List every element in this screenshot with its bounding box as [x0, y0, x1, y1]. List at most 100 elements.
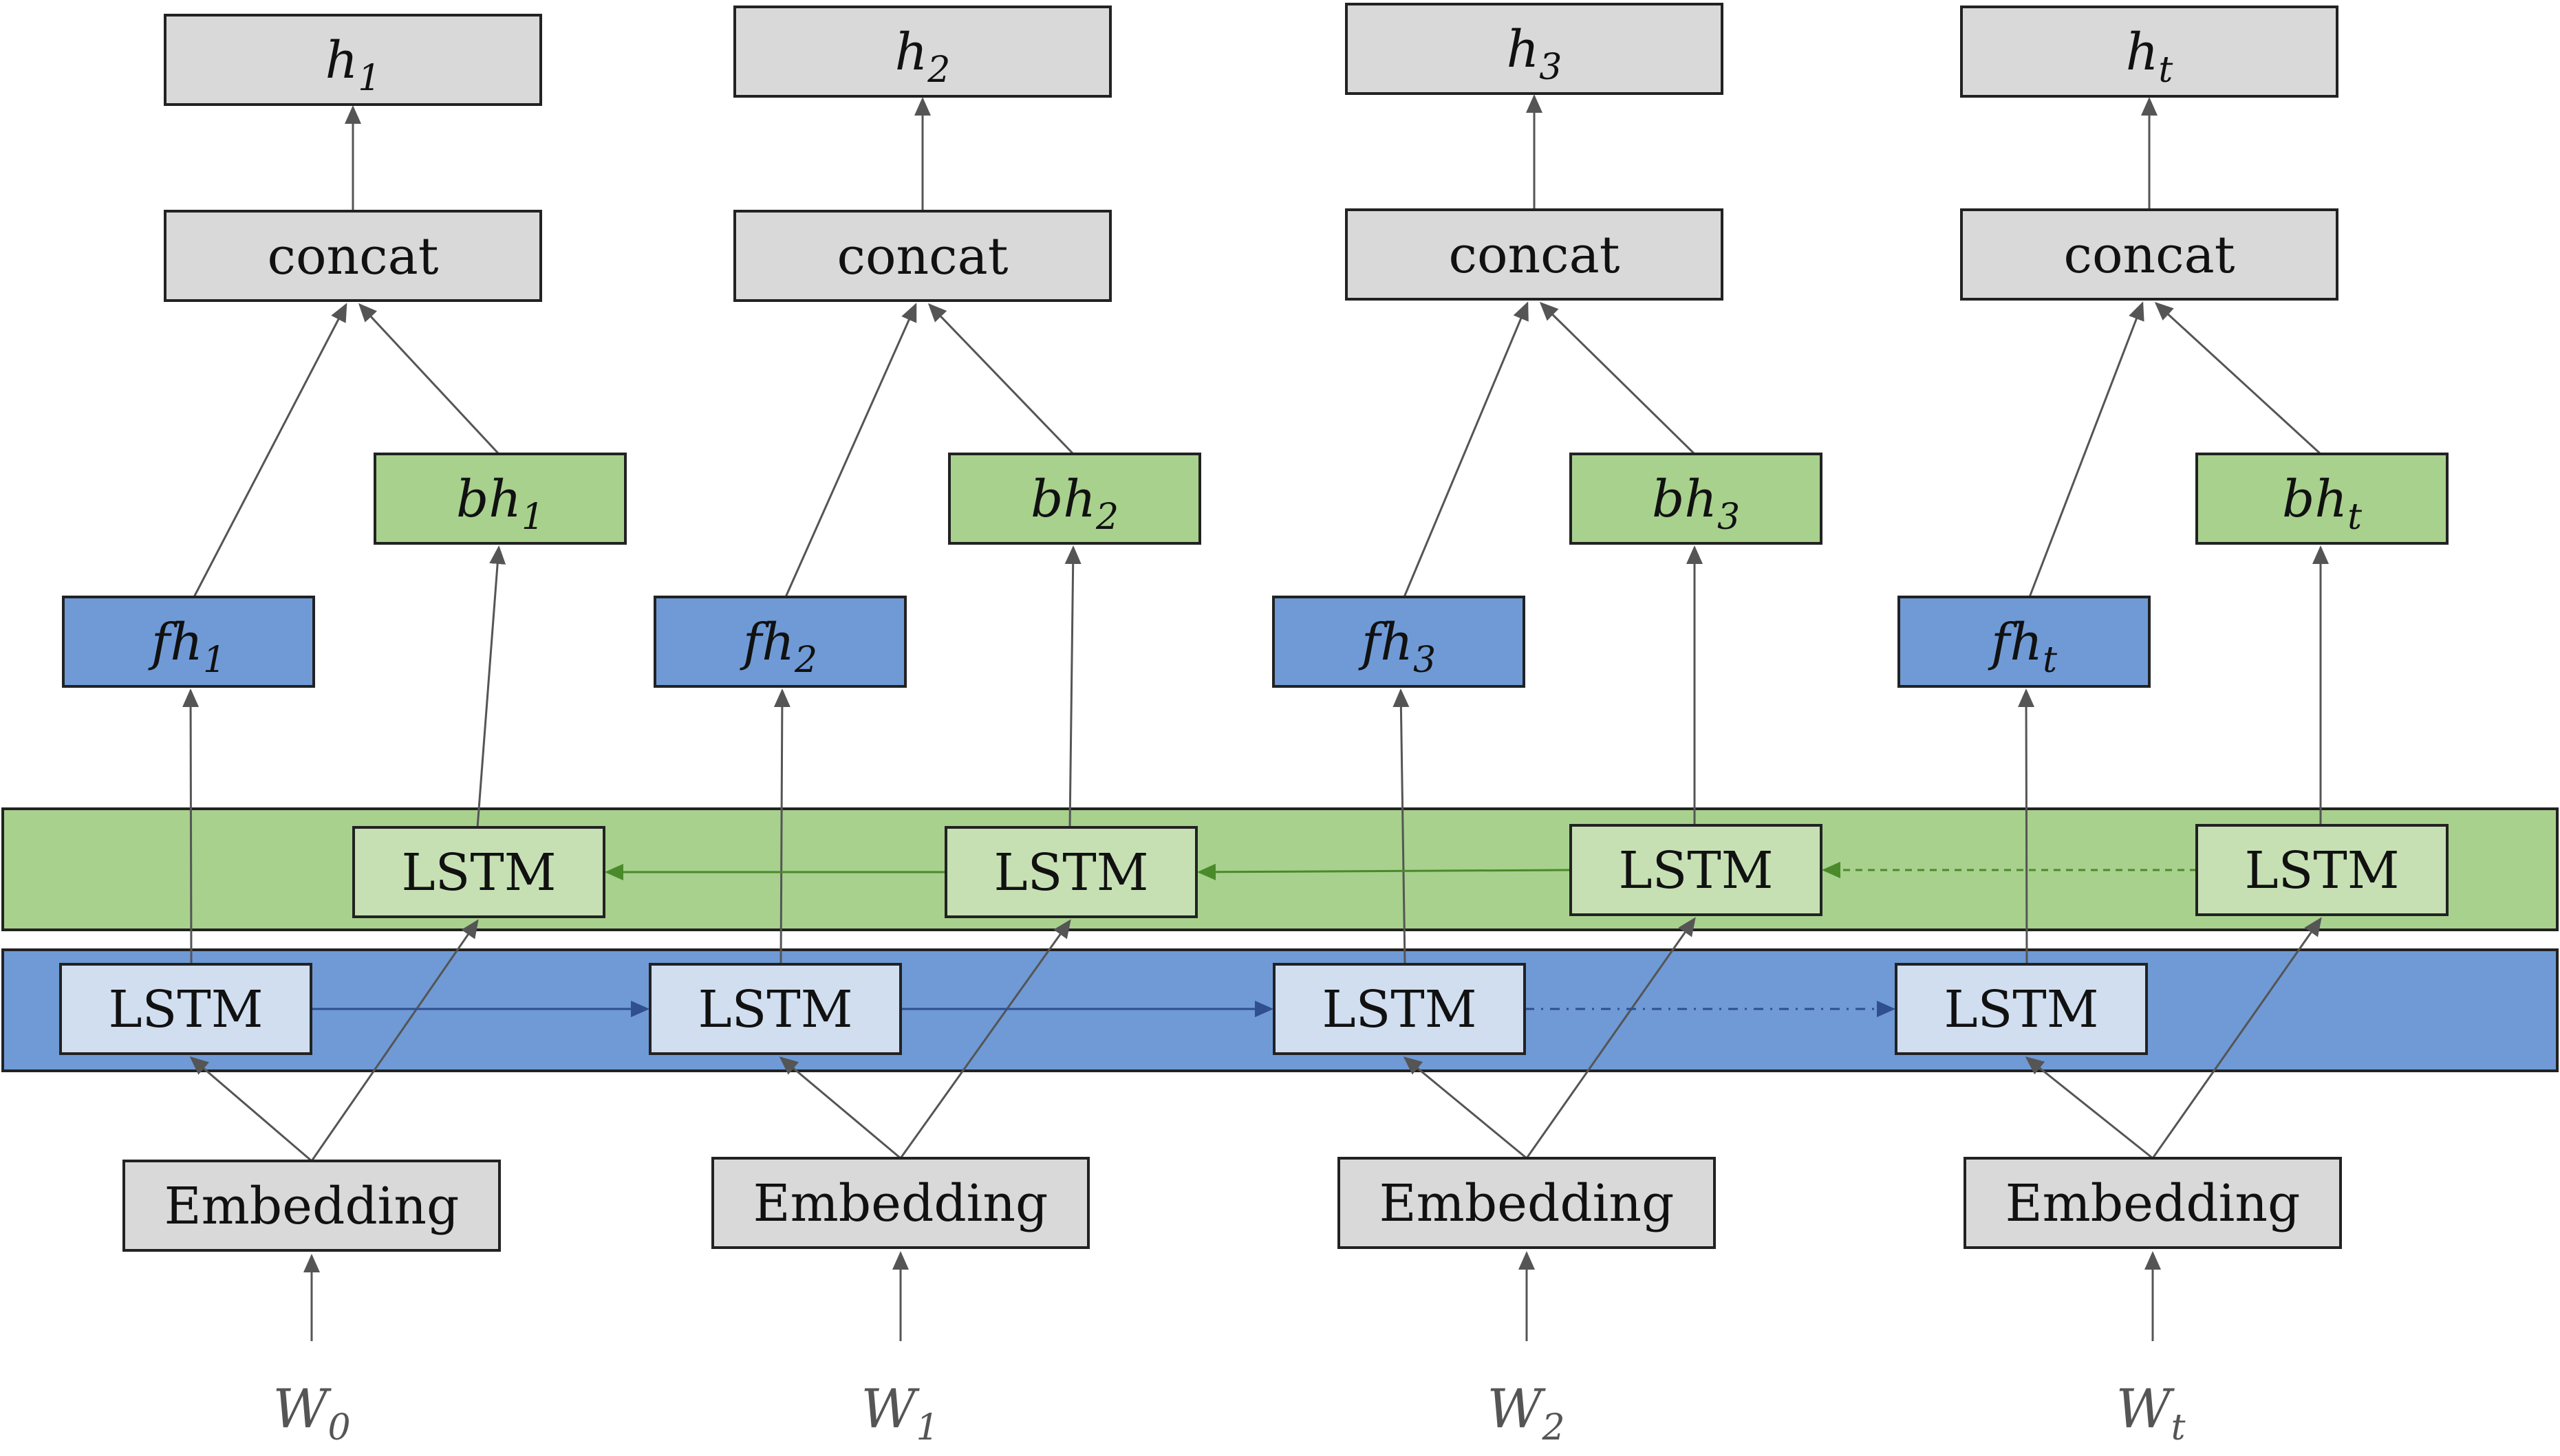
backward-hidden-bh-0: bh1	[374, 453, 627, 545]
arrow-fh-to-concat-0	[193, 303, 347, 598]
forward-hidden-fh-0-label: fh1	[148, 613, 226, 681]
forward-hidden-fh-2-label: fh3	[1358, 613, 1436, 681]
arrow-bh-to-concat-0	[358, 303, 500, 455]
arrow-bh-to-concat-1	[927, 303, 1075, 455]
embedding-box-2-label: Embedding	[1379, 1174, 1675, 1233]
arrow-bh-to-concat-3	[2154, 301, 2322, 455]
backward-hidden-bh-1: bh2	[948, 453, 1201, 545]
output-h-0-label: h1	[325, 31, 381, 99]
concat-box-3-rect	[1960, 208, 2338, 301]
forward-lstm-cell-1-label: LSTM	[698, 980, 853, 1039]
backward-hidden-bh-1-label: bh2	[1031, 470, 1119, 538]
arrow-forward-lstm-to-fh-2	[1392, 688, 1410, 965]
concat-box-2-label: concat	[1449, 226, 1620, 285]
arrow-embedding-to-forward-3	[2025, 1056, 2153, 1160]
arrow-forward-lstm-to-fh-3	[2018, 688, 2035, 965]
backward-lstm-cell-3-rect	[2195, 824, 2449, 916]
embedding-box-0-label: Embedding	[164, 1177, 460, 1236]
arrow-embedding-to-forward-2	[1403, 1056, 1527, 1160]
forward-hidden-fh-0: fh1	[62, 596, 315, 688]
forward-hidden-fh-1: fh2	[654, 596, 907, 688]
output-h-2-label: h3	[1507, 20, 1562, 88]
backward-hidden-bh-0-label: bh1	[456, 470, 544, 538]
arrow-forward-lstm-to-fh-1	[773, 688, 790, 965]
backward-lstm-cell-2: LSTM	[1569, 824, 1822, 916]
embedding-box-2: Embedding	[1337, 1157, 1716, 1249]
input-word-1: W1	[861, 1378, 938, 1448]
forward-lstm-cell-1-rect	[649, 963, 902, 1055]
arrow-embedding-to-forward-0	[189, 1056, 312, 1162]
arrow-embedding-to-backward-1	[899, 919, 1071, 1159]
output-h-0-rect	[164, 14, 542, 106]
forward-hidden-fh-2-rect	[1272, 596, 1525, 688]
concat-box-0-label: concat	[268, 227, 439, 286]
arrow-fh-to-concat-2	[1403, 301, 1529, 598]
forward-hidden-fh-1-label: fh2	[740, 613, 817, 681]
embedding-box-0: Embedding	[122, 1160, 501, 1252]
input-word-0: W0	[272, 1378, 350, 1448]
forward-hidden-fh-3-rect	[1897, 596, 2151, 688]
input-word-2: W2	[1487, 1378, 1564, 1448]
concat-box-1: concat	[733, 210, 1112, 302]
concat-box-1-label: concat	[837, 227, 1009, 286]
backward-lstm-cell-1-rect	[945, 826, 1198, 918]
concat-box-3: concat	[1960, 208, 2338, 301]
forward-lstm-cell-3-label: LSTM	[1944, 980, 2099, 1039]
output-h-3-label: ht	[2126, 23, 2173, 91]
arrow-bh-to-concat-2	[1539, 301, 1696, 455]
arrows-layer	[182, 94, 2329, 1341]
forward-lstm-cell-0-label: LSTM	[109, 980, 263, 1039]
backward-hidden-bh-1-rect	[948, 453, 1201, 545]
concat-box-0-rect	[164, 210, 542, 302]
backward-lstm-cell-3-label: LSTM	[2245, 841, 2400, 900]
backward-lstm-cell-2-label: LSTM	[1619, 841, 1774, 900]
forward-lstm-cell-3: LSTM	[1895, 963, 2148, 1055]
embedding-box-3-rect	[1964, 1157, 2342, 1249]
output-h-3-rect	[1960, 6, 2338, 98]
forward-lstm-cell-1: LSTM	[649, 963, 902, 1055]
backward-hidden-bh-0-rect	[374, 453, 627, 545]
backward-lstm-cell-1-label: LSTM	[994, 843, 1149, 902]
forward-hidden-fh-3: fht	[1897, 596, 2151, 688]
arrow-fh-to-concat-3	[2028, 301, 2144, 598]
forward-lstm-cell-2-label: LSTM	[1322, 980, 1477, 1039]
arrow-embedding-to-forward-1	[779, 1056, 901, 1160]
output-h-0: h1	[164, 14, 542, 106]
forward-lstm-cell-0-rect	[59, 963, 312, 1055]
concat-box-2-rect	[1345, 208, 1723, 301]
arrow-fh-to-concat-1	[784, 303, 917, 598]
backward-lstm-cell-3: LSTM	[2195, 824, 2449, 916]
arrow-backward-lstm-to-bh-1	[1064, 545, 1082, 828]
arrow-backward-recurrent-2	[1197, 863, 1571, 880]
backward-lstm-cell-1: LSTM	[945, 826, 1198, 918]
forward-hidden-fh-1-rect	[654, 596, 907, 688]
backward-lstm-cell-0: LSTM	[352, 826, 605, 918]
arrow-embedding-to-backward-3	[2151, 917, 2322, 1159]
backward-hidden-bh-2: bh3	[1569, 453, 1822, 545]
arrow-embedding-to-backward-2	[1525, 917, 1696, 1159]
backward-hidden-bh-2-rect	[1569, 453, 1822, 545]
backward-hidden-bh-2-label: bh3	[1652, 470, 1740, 538]
embedding-box-2-rect	[1337, 1157, 1716, 1249]
concat-box-3-label: concat	[2064, 226, 2235, 285]
output-h-3: ht	[1960, 6, 2338, 98]
embedding-box-1: Embedding	[711, 1157, 1090, 1249]
backward-lstm-cell-0-label: LSTM	[402, 843, 557, 902]
output-h-1: h2	[733, 6, 1112, 98]
backward-hidden-bh-3: bht	[2195, 453, 2449, 545]
embedding-box-3-label: Embedding	[2005, 1174, 2301, 1233]
forward-lstm-cell-0: LSTM	[59, 963, 312, 1055]
output-h-2: h3	[1345, 3, 1723, 95]
backward-lstm-cell-0-rect	[352, 826, 605, 918]
backward-hidden-bh-3-rect	[2195, 453, 2449, 545]
embedding-box-0-rect	[122, 1160, 501, 1252]
embedding-box-3: Embedding	[1964, 1157, 2342, 1249]
output-h-2-rect	[1345, 3, 1723, 95]
forward-hidden-fh-2: fh3	[1272, 596, 1525, 688]
forward-lstm-cell-2: LSTM	[1273, 963, 1526, 1055]
embedding-box-1-label: Embedding	[753, 1174, 1048, 1233]
backward-hidden-bh-3-label: bht	[2282, 470, 2362, 538]
embedding-box-1-rect	[711, 1157, 1090, 1249]
arrow-backward-lstm-to-bh-0	[476, 545, 506, 828]
